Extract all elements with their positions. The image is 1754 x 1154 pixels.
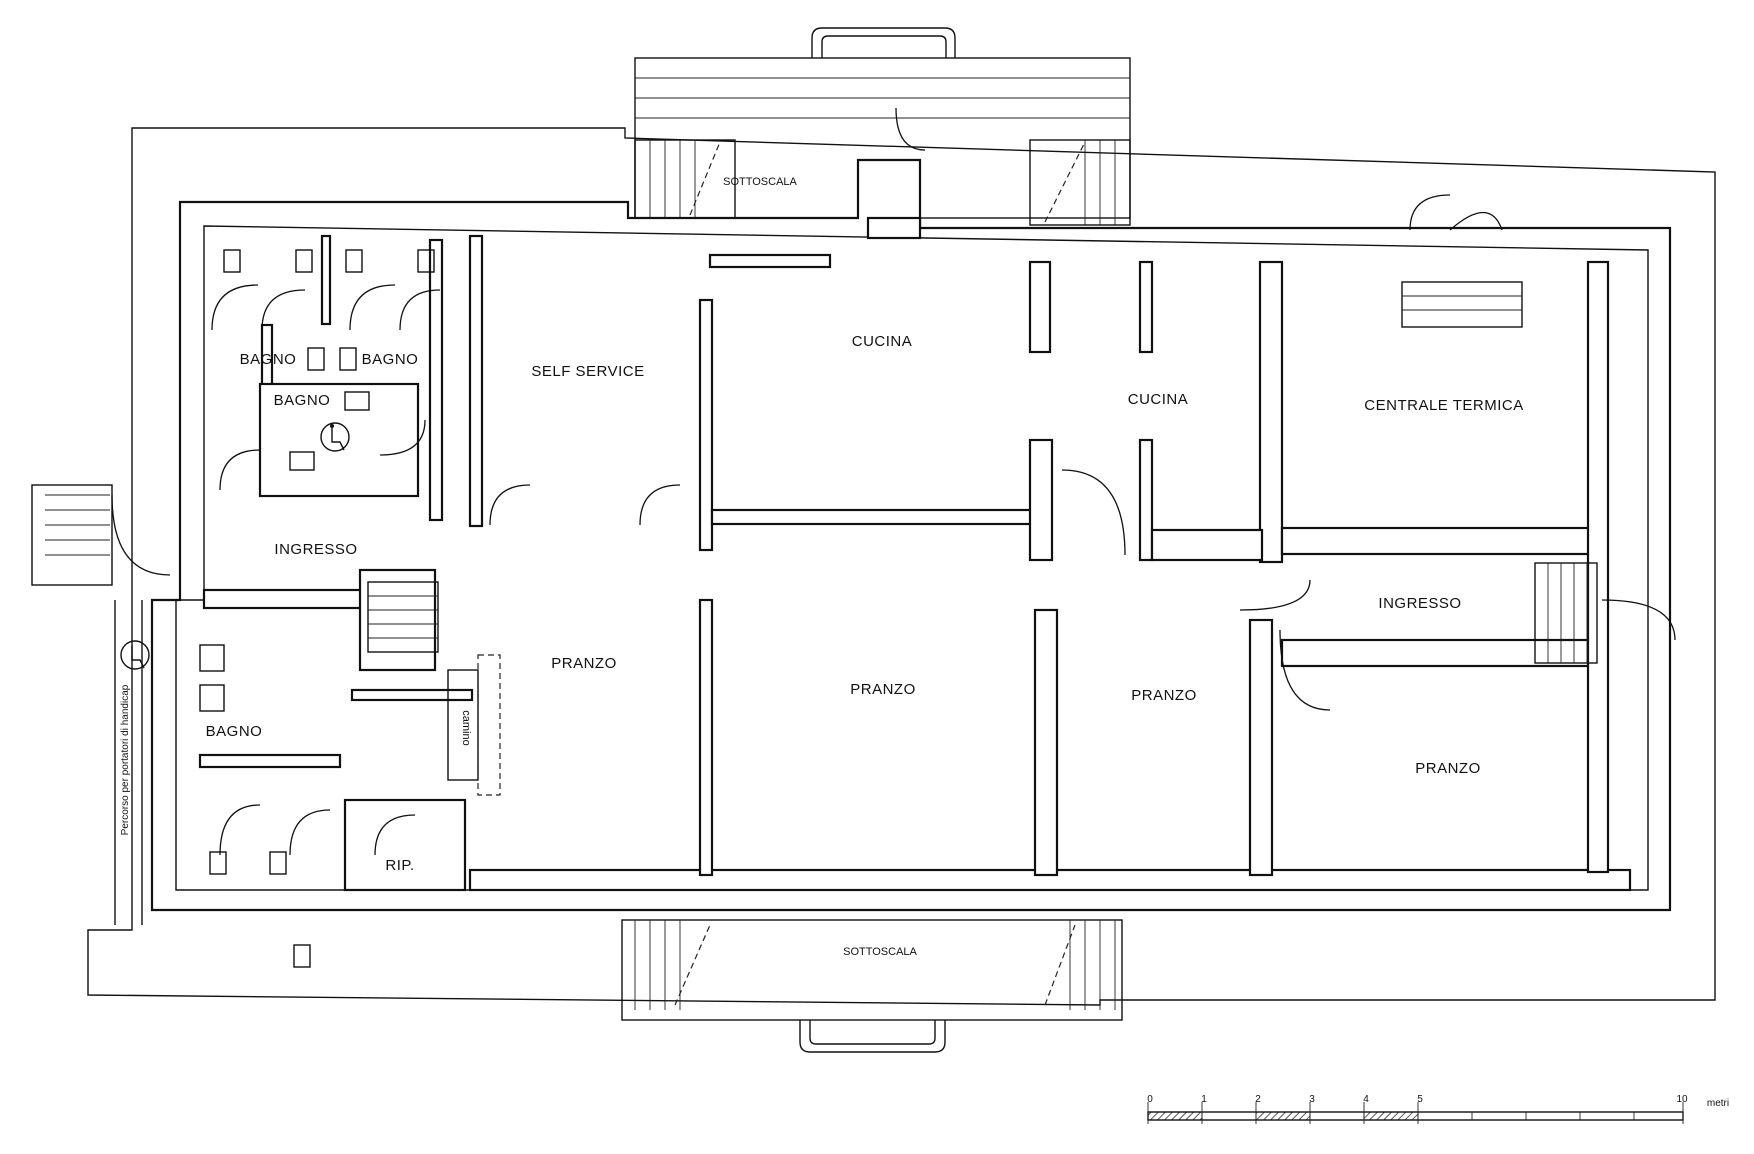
room-label-ingresso-2: INGRESSO	[1378, 595, 1461, 612]
ingresso-stair	[367, 581, 439, 653]
room-label-camino: camino	[460, 710, 472, 745]
room-label-pranzo-4: PRANZO	[1415, 760, 1481, 777]
room-label-pranzo-1: PRANZO	[551, 655, 617, 672]
room-label-pranzo-2: PRANZO	[850, 681, 916, 698]
room-label-bagno-2: BAGNO	[362, 351, 419, 368]
top-left-stair	[634, 139, 736, 219]
camino-hearth	[477, 654, 501, 796]
room-label-bagno-3: BAGNO	[274, 392, 331, 409]
room-label-sottoscala-top: SOTTOSCALA	[723, 176, 797, 188]
scale-bar: 0 1 2 3 4 5 10 metri	[1147, 1094, 1729, 1124]
room-label-pranzo-3: PRANZO	[1131, 687, 1197, 704]
wheelchair-icon-ramp	[120, 640, 150, 670]
room-label-rip: RIP.	[385, 857, 414, 874]
room-label-centrale-termica: CENTRALE TERMICA	[1364, 397, 1523, 414]
room-label-bagno-4: BAGNO	[206, 723, 263, 740]
bottom-stair-block	[621, 919, 1123, 1053]
room-labels: SOTTOSCALA SOTTOSCALA BAGNO BAGNO BAGNO …	[120, 176, 1523, 958]
room-label-cucina-1: CUCINA	[852, 333, 913, 350]
left-exterior-stair	[31, 484, 143, 925]
scale-tick-5: 5	[1417, 1094, 1423, 1105]
room-label-cucina-2: CUCINA	[1128, 391, 1189, 408]
bottom-right-stair	[1044, 920, 1116, 1010]
wheelchair-icon	[320, 422, 350, 452]
scale-tick-2: 2	[1255, 1094, 1261, 1105]
scale-tick-1: 1	[1201, 1094, 1207, 1105]
centrale-termica-stair	[1401, 281, 1523, 328]
room-label-self-service: SELF SERVICE	[531, 363, 644, 380]
bottom-left-stair	[634, 920, 711, 1010]
scale-tick-4: 4	[1363, 1094, 1369, 1105]
room-label-bagno-1: BAGNO	[240, 351, 297, 368]
right-ingresso-stair	[1534, 562, 1598, 664]
fixtures	[199, 249, 435, 968]
scale-tick-3: 3	[1309, 1094, 1315, 1105]
scale-tick-10: 10	[1676, 1094, 1688, 1105]
door-swings	[111, 107, 1676, 856]
scale-unit: metri	[1707, 1098, 1729, 1109]
internal-walls	[198, 216, 1632, 892]
top-right-stair	[1029, 139, 1131, 226]
scale-tick-0: 0	[1147, 1094, 1153, 1105]
room-label-sottoscala-bottom: SOTTOSCALA	[843, 946, 917, 958]
room-label-ingresso-1: INGRESSO	[274, 541, 357, 558]
ramp-note: Percorso per portatori di handicap	[120, 684, 131, 835]
